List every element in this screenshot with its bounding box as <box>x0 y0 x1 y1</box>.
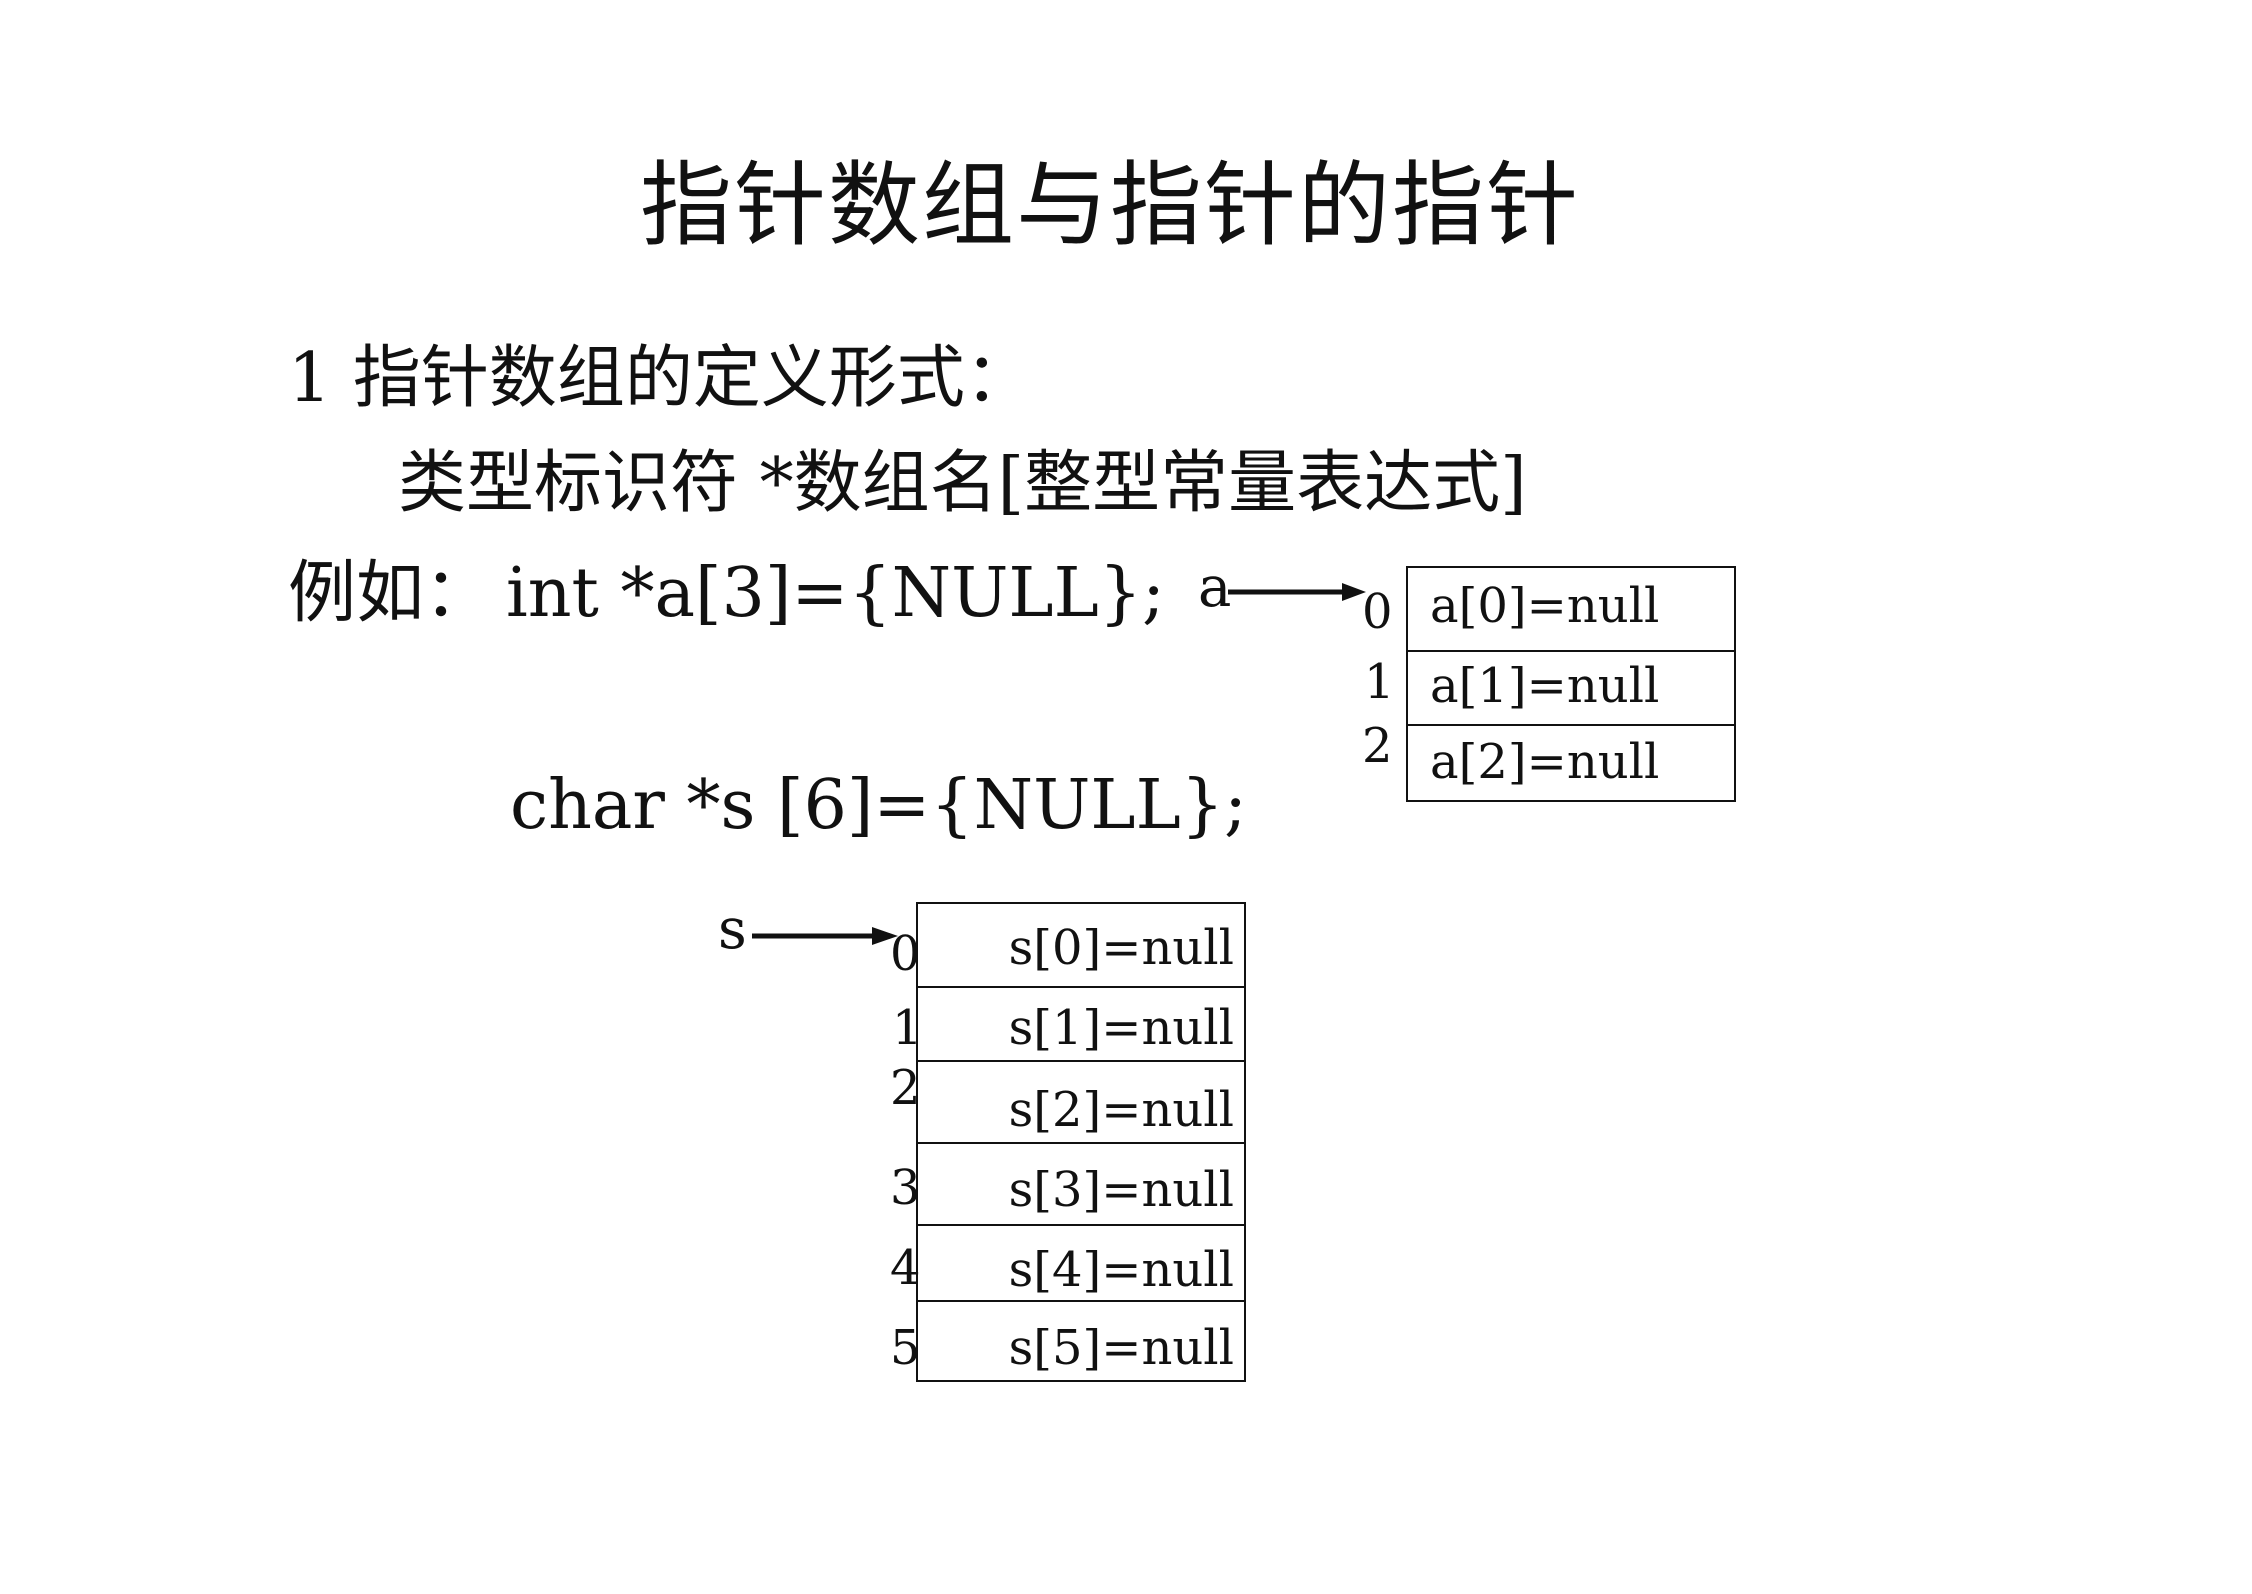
array-s-cell-text: s[3]=null <box>1008 1162 1234 1218</box>
array-s-cell-text: s[4]=null <box>1008 1242 1234 1298</box>
syntax-line: 类型标识符 *数组名[整型常量表达式] <box>398 444 1527 523</box>
definition-heading: 1 指针数组的定义形式： <box>288 339 1033 418</box>
pointer-arrow-s <box>752 927 898 945</box>
pointer-arrow-a <box>1228 583 1366 601</box>
example-code-int: int *a[3]={NULL}; <box>506 554 1165 633</box>
array-a-cell: a[0]=null <box>1408 568 1734 650</box>
array-s-index: 2 <box>890 1060 921 1116</box>
slide-title: 指针数组与指针的指针 <box>640 152 1581 259</box>
array-s-cell: s[1]=null <box>918 986 1244 1060</box>
array-s-cell: s[3]=null <box>918 1142 1244 1224</box>
array-s-cell: s[5]=null <box>918 1300 1244 1382</box>
pointer-label-a: a <box>1198 555 1232 620</box>
array-s-index: 3 <box>890 1160 921 1216</box>
array-a-index: 1 <box>1364 654 1395 710</box>
array-s-cell-text: s[5]=null <box>1008 1320 1234 1376</box>
example-prefix: 例如： <box>288 554 493 633</box>
array-a-index: 0 <box>1362 584 1393 640</box>
array-s-cell-text: s[0]=null <box>1008 920 1234 976</box>
pointer-label-s: s <box>718 897 747 962</box>
array-a-cell: a[2]=null <box>1408 724 1734 802</box>
example-code-char: char *s [6]={NULL}; <box>510 766 1247 845</box>
example-line-1: 例如：int *a[3]={NULL}; <box>288 560 1165 628</box>
array-s-index: 5 <box>890 1320 921 1376</box>
array-s-box: s[0]=null s[1]=null s[2]=null s[3]=null … <box>916 902 1246 1382</box>
array-a-cell: a[1]=null <box>1408 650 1734 724</box>
array-s-index: 0 <box>890 926 921 982</box>
array-a-index: 2 <box>1362 718 1393 774</box>
array-s-cell: s[0]=null <box>918 904 1244 986</box>
array-s-cell: s[2]=null <box>918 1060 1244 1142</box>
array-s-cell-text: s[2]=null <box>1008 1082 1234 1138</box>
array-a-cell-text: a[2]=null <box>1430 734 1660 790</box>
array-s-cell-text: s[1]=null <box>1008 1000 1234 1056</box>
array-s-index: 4 <box>890 1240 921 1296</box>
array-a-cell-text: a[0]=null <box>1430 578 1660 634</box>
array-a-box: a[0]=null a[1]=null a[2]=null <box>1406 566 1736 802</box>
array-a-cell-text: a[1]=null <box>1430 658 1660 714</box>
array-s-cell: s[4]=null <box>918 1224 1244 1300</box>
